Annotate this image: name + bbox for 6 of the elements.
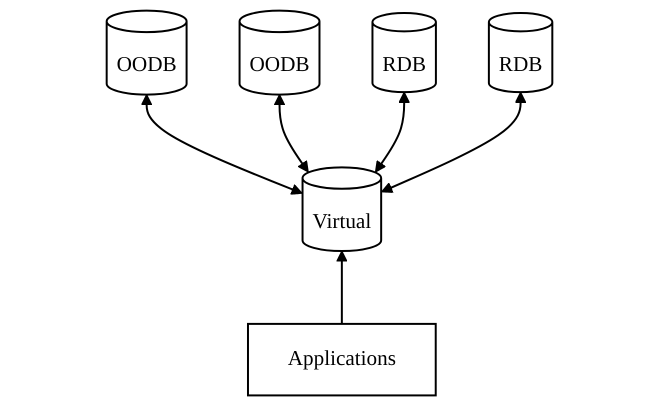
arrow — [381, 92, 526, 193]
arrow — [374, 92, 410, 173]
arrow — [336, 250, 348, 324]
arrow — [140, 94, 303, 195]
node-box: Applications — [246, 322, 437, 396]
arrow — [274, 94, 309, 173]
